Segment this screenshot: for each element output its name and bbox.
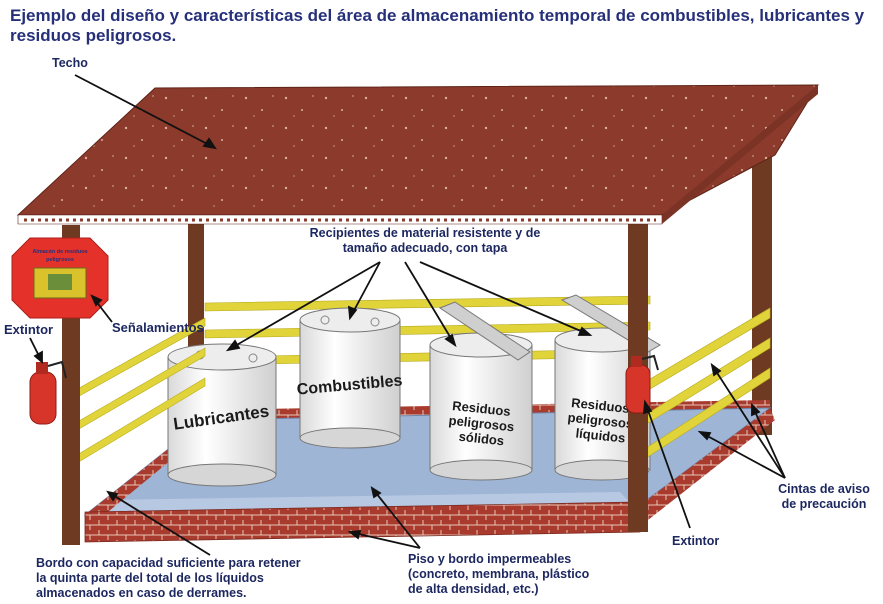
fire-extinguisher-right: [625, 354, 659, 414]
label-bordo-line2: la quinta parte del total de los líquido…: [36, 571, 264, 585]
label-recipientes-line2: tamaño adecuado, con tapa: [342, 241, 508, 255]
label-piso-line1: Piso y bordo impermeables: [408, 552, 572, 566]
label-cintas-line2: de precaución: [781, 497, 867, 511]
label-piso-line2: (concreto, membrana, plástico: [408, 567, 590, 581]
barrel-label-solidos-1: Residuos: [452, 398, 512, 419]
label-cintas-line1: Cintas de aviso: [778, 482, 870, 496]
barrel-label-liquidos-3: líquidos: [575, 425, 626, 445]
warning-sign: Almacén de residuos peligrosos: [11, 237, 109, 319]
roof: [16, 84, 819, 225]
label-cintas: Cintas de aviso de precaución: [768, 482, 880, 512]
label-extintor-right: Extintor: [672, 534, 720, 548]
callout-arrows: [29, 74, 786, 556]
label-techo: Techo: [52, 56, 88, 70]
label-piso: Piso y bordo impermeables (concreto, mem…: [408, 552, 658, 597]
label-recipientes: Recipientes de material resistente y de …: [290, 226, 560, 256]
label-bordo: Bordo con capacidad suficiente para rete…: [36, 556, 366, 601]
barrel-residuos-solidos: Residuos peligrosos sólidos: [429, 301, 533, 481]
barrel-label-liquidos-2: peligrosos: [567, 410, 634, 432]
back-right-post: [752, 140, 772, 435]
label-bordo-line3: almacenados en caso de derrames.: [36, 586, 247, 600]
label-piso-line3: de alta densidad, etc.): [408, 582, 539, 596]
barrel-lubricantes: Lubricantes: [167, 343, 277, 487]
label-recipientes-line1: Recipientes de material resistente y de: [309, 226, 541, 240]
label-senalamientos: Señalamientos: [112, 320, 204, 335]
right-caution-tape: [639, 307, 771, 463]
right-containment-berm: [640, 408, 775, 520]
diagram-title: Ejemplo del diseño y características del…: [10, 6, 865, 45]
barrel-combustibles: Combustibles: [296, 307, 403, 449]
barrel-label-solidos-2: peligrosos: [448, 413, 515, 435]
label-bordo-line1: Bordo con capacidad suficiente para rete…: [36, 556, 301, 570]
sign-text-line2: peligrosos: [46, 257, 74, 263]
label-extintor-left: Extintor: [4, 322, 54, 337]
sign-text-line1: Almacén de residuos: [32, 249, 87, 255]
barrel-lid: [438, 301, 531, 361]
left-caution-tape: [71, 317, 206, 467]
barrel-label-solidos-3: sólidos: [458, 429, 505, 449]
barrel-label-liquidos-1: Residuos: [571, 395, 631, 416]
fire-extinguisher-left: [29, 360, 67, 425]
